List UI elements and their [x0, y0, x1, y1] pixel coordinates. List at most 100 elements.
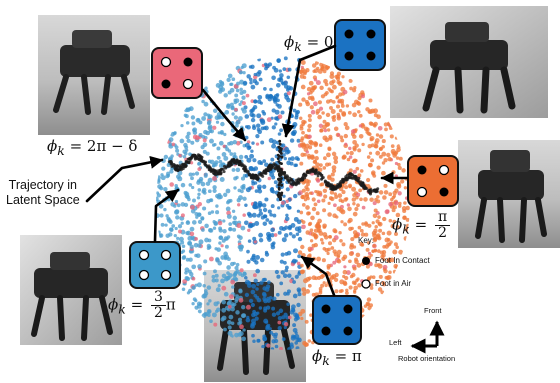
latent-point [251, 318, 256, 324]
latent-point [353, 235, 357, 239]
latent-point [397, 191, 402, 196]
latent-point [218, 194, 223, 200]
latent-point [322, 188, 328, 193]
trajectory-point [183, 165, 187, 169]
trajectory-point [254, 174, 258, 178]
latent-point [259, 101, 263, 105]
latent-point [274, 344, 279, 349]
latent-point [204, 223, 209, 229]
trajectory-point [283, 175, 287, 179]
latent-point [259, 280, 264, 285]
latent-point [279, 128, 283, 133]
latent-point [328, 196, 333, 201]
latent-point [194, 305, 199, 310]
latent-point [264, 250, 269, 255]
latent-point [283, 325, 287, 330]
latent-point [392, 269, 397, 274]
latent-point [213, 322, 218, 327]
latent-point [169, 182, 174, 187]
key-contact-label: Foot In Contact [375, 256, 430, 265]
latent-point [306, 196, 310, 201]
trajectory-point [369, 188, 373, 192]
latent-point [220, 317, 225, 322]
latent-point [301, 143, 307, 149]
latent-point [197, 264, 202, 269]
latent-point [262, 286, 267, 291]
latent-point [185, 134, 190, 140]
latent-point [286, 160, 291, 166]
orientation-left-label: Left [389, 338, 402, 347]
latent-point [301, 194, 306, 200]
latent-point [345, 151, 350, 155]
latent-point [363, 197, 368, 202]
latent-point [326, 152, 331, 158]
latent-point [307, 276, 312, 281]
latent-point [262, 111, 267, 116]
trajectory-point [181, 162, 185, 166]
latent-point [361, 142, 365, 147]
latent-point [263, 318, 269, 324]
latent-point [185, 148, 189, 152]
trajectory-point [222, 170, 226, 174]
latent-point [327, 247, 331, 252]
latent-point [190, 140, 195, 145]
latent-point [348, 146, 352, 151]
latent-point [292, 327, 298, 333]
latent-point [226, 77, 231, 83]
latent-point [253, 166, 259, 171]
latent-point [258, 232, 263, 238]
latent-point [189, 161, 194, 165]
latent-point [191, 264, 197, 270]
latent-point [327, 201, 331, 206]
latent-point [258, 77, 263, 82]
latent-point [190, 115, 196, 120]
latent-point [304, 99, 309, 104]
latent-point [307, 95, 312, 101]
latent-point [336, 249, 342, 255]
latent-point [358, 113, 363, 118]
latent-point [231, 209, 236, 213]
latent-point [258, 208, 262, 212]
latent-point [217, 131, 221, 135]
latent-point [238, 247, 243, 252]
latent-point [371, 230, 377, 236]
latent-point [309, 313, 313, 317]
latent-point [319, 128, 324, 133]
latent-point [243, 105, 248, 110]
latent-point [270, 204, 275, 209]
latent-point [333, 229, 338, 234]
latent-point [262, 336, 268, 342]
latent-point [205, 181, 211, 186]
latent-point [270, 157, 275, 162]
latent-point [275, 311, 281, 316]
latent-point [298, 190, 303, 196]
latent-point [284, 146, 290, 152]
latent-point [329, 275, 335, 280]
arrow-three-half-pi [153, 188, 180, 243]
latent-point [239, 90, 244, 96]
trajectory-point [280, 191, 284, 195]
trajectory-point [279, 198, 282, 202]
trajectory-point [184, 160, 188, 164]
latent-point [341, 155, 346, 160]
gait-box-pi [312, 295, 362, 345]
latent-point [316, 190, 320, 194]
latent-point [244, 276, 248, 280]
latent-point [277, 77, 282, 82]
latent-point [366, 177, 371, 183]
latent-point [263, 62, 268, 67]
latent-point [372, 238, 377, 243]
latent-point [302, 291, 307, 296]
latent-point [348, 226, 353, 231]
latent-point [241, 95, 246, 100]
latent-point [175, 148, 180, 153]
latent-point [235, 167, 241, 173]
latent-point [366, 297, 372, 302]
latent-point [220, 131, 224, 135]
latent-point [192, 198, 196, 203]
latent-point [282, 273, 288, 279]
latent-point [208, 228, 214, 233]
latent-point [338, 289, 343, 294]
trajectory-point [320, 174, 323, 178]
